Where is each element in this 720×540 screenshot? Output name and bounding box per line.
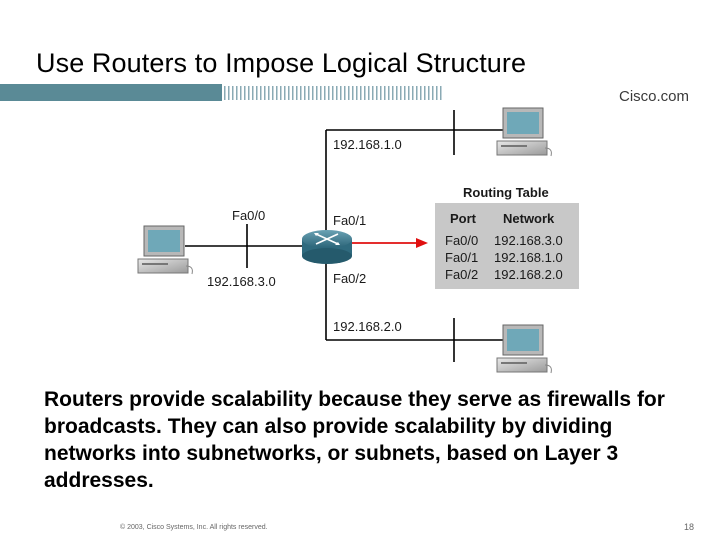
pc-top-icon bbox=[496, 107, 552, 157]
routing-table-header-network: Network bbox=[503, 211, 555, 226]
routing-table-row: Fa0/1 192.168.1.0 bbox=[435, 250, 579, 267]
routing-arrow bbox=[352, 238, 428, 248]
routing-table-port-cell: Fa0/0 bbox=[445, 233, 479, 248]
brand-logo-text: Cisco.com bbox=[619, 88, 690, 105]
routing-table-network-cell: 192.168.2.0 bbox=[494, 267, 563, 282]
routing-table-network-cell: 192.168.3.0 bbox=[494, 233, 563, 248]
routing-table-row: Fa0/2 192.168.2.0 bbox=[435, 267, 579, 284]
routing-table-network-cell: 192.168.1.0 bbox=[494, 250, 563, 265]
port-label-fa00: Fa0/0 bbox=[232, 208, 266, 223]
router-icon bbox=[302, 230, 352, 264]
routing-table-header-port: Port bbox=[450, 211, 476, 226]
network-label-top: 192.168.1.0 bbox=[333, 137, 402, 152]
routing-table: Port Network Fa0/0 192.168.3.0 Fa0/1 192… bbox=[435, 203, 579, 289]
port-label-fa02: Fa0/2 bbox=[333, 271, 367, 286]
routing-table-port-cell: Fa0/1 bbox=[445, 250, 479, 265]
slide-body-text: Routers provide scalability because they… bbox=[44, 388, 665, 492]
routing-table-port-cell: Fa0/2 bbox=[445, 267, 479, 282]
footer-copyright: © 2003, Cisco Systems, Inc. All rights r… bbox=[120, 524, 268, 531]
header-bar bbox=[0, 84, 442, 101]
pc-left-icon bbox=[137, 225, 193, 275]
pc-bottom-icon bbox=[496, 324, 552, 374]
page-number: 18 bbox=[684, 522, 695, 532]
routing-table-title: Routing Table bbox=[463, 185, 549, 200]
routing-table-row: Fa0/0 192.168.3.0 bbox=[435, 233, 579, 250]
network-label-bottom: 192.168.2.0 bbox=[333, 319, 402, 334]
slide-title: Use Routers to Impose Logical Structure bbox=[36, 48, 527, 78]
network-label-left: 192.168.3.0 bbox=[207, 274, 276, 289]
port-label-fa01: Fa0/1 bbox=[333, 213, 367, 228]
